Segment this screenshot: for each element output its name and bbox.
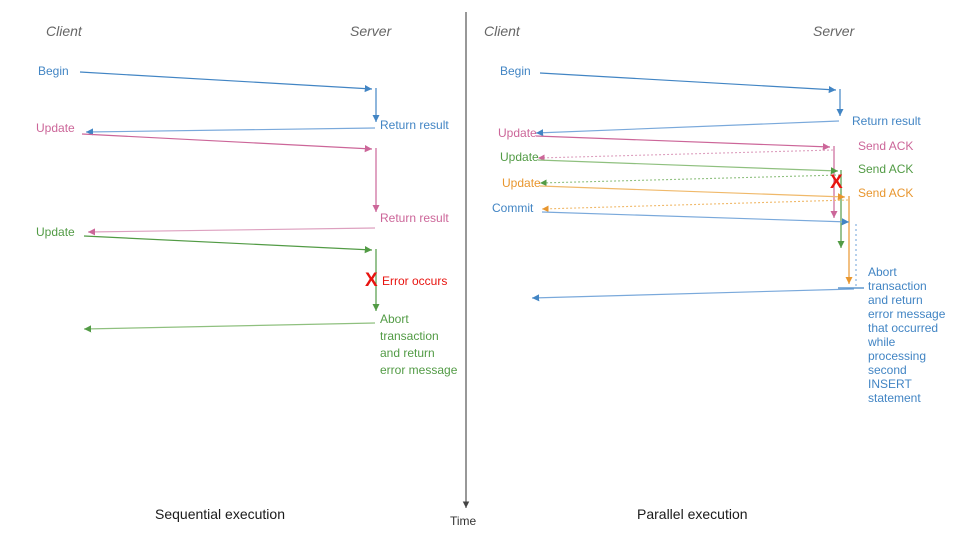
- sequential-panel-arrows: [79, 71, 380, 333]
- arrow-abort-return-parallel: [531, 288, 855, 302]
- caption-parallel: Parallel execution: [637, 506, 748, 522]
- label-commit-right: Commit: [492, 201, 534, 215]
- label-send-ack-3: Send ACK: [858, 186, 914, 200]
- arrow-update-1-request: [81, 133, 373, 153]
- label-abort-right-line9: INSERT: [868, 377, 912, 391]
- label-begin-right: Begin: [500, 64, 531, 78]
- label-update-1-left: Update: [36, 121, 75, 135]
- arrow-return-result-2: [87, 227, 376, 236]
- error-x-icon-right: X: [830, 172, 843, 193]
- label-update-1-right: Update: [498, 126, 537, 140]
- actor-client-left: Client: [46, 23, 82, 39]
- actor-server-right: Server: [813, 23, 855, 39]
- label-return-result-1-left: Return result: [380, 118, 449, 132]
- error-x-icon-left: X: [365, 270, 378, 291]
- label-abort-right-line4: error message: [868, 307, 946, 321]
- label-abort-right-line10: statement: [868, 391, 921, 405]
- label-return-result-right: Return result: [852, 114, 921, 128]
- label-error-occurs-left: Error occurs: [382, 274, 448, 288]
- label-return-result-2-left: Return result: [380, 211, 449, 225]
- label-abort-left-line3: and return: [380, 346, 435, 360]
- label-abort-left-line4: error message: [380, 363, 458, 377]
- actor-server-left: Server: [350, 23, 392, 39]
- time-axis-label: Time: [450, 514, 477, 528]
- label-send-ack-1: Send ACK: [858, 139, 914, 153]
- label-abort-right-line6: while: [868, 335, 896, 349]
- label-abort-right-line7: processing: [868, 349, 927, 363]
- label-send-ack-2: Send ACK: [858, 162, 914, 176]
- arrow-update-2-request-parallel: [537, 159, 839, 175]
- arrow-update-3-request-parallel: [539, 185, 846, 201]
- label-abort-left-line2: transaction: [380, 329, 439, 343]
- label-abort-right-line3: and return: [868, 293, 923, 307]
- arrow-return-result-parallel: [535, 120, 840, 137]
- label-update-2-right: Update: [500, 150, 539, 164]
- label-update-2-left: Update: [36, 225, 75, 239]
- caption-sequential: Sequential execution: [155, 506, 285, 522]
- actor-client-right: Client: [484, 23, 520, 39]
- arrow-send-ack-2-dotted: [539, 174, 841, 187]
- arrow-abort-return-left: [83, 322, 376, 333]
- parallel-panel-arrows: [531, 72, 864, 302]
- arrow-begin-request-parallel: [539, 72, 837, 94]
- arrow-send-ack-3-dotted: [541, 199, 849, 213]
- arrow-update-1-request-parallel: [535, 135, 831, 151]
- label-abort-right-line8: second: [868, 363, 907, 377]
- arrow-update-2-request: [83, 235, 373, 254]
- label-abort-right-line5: that occurred: [868, 321, 939, 335]
- arrow-commit-request: [541, 211, 850, 226]
- label-abort-right-line2: transaction: [868, 279, 927, 293]
- arrow-return-result-1: [85, 127, 376, 136]
- label-update-3-right: Update: [502, 176, 541, 190]
- label-abort-left-line1: Abort: [380, 312, 409, 326]
- label-begin-left: Begin: [38, 64, 69, 78]
- arrow-send-ack-1-dotted: [537, 149, 834, 162]
- label-abort-right-line1: Abort: [868, 265, 897, 279]
- arrow-begin-request: [79, 71, 373, 93]
